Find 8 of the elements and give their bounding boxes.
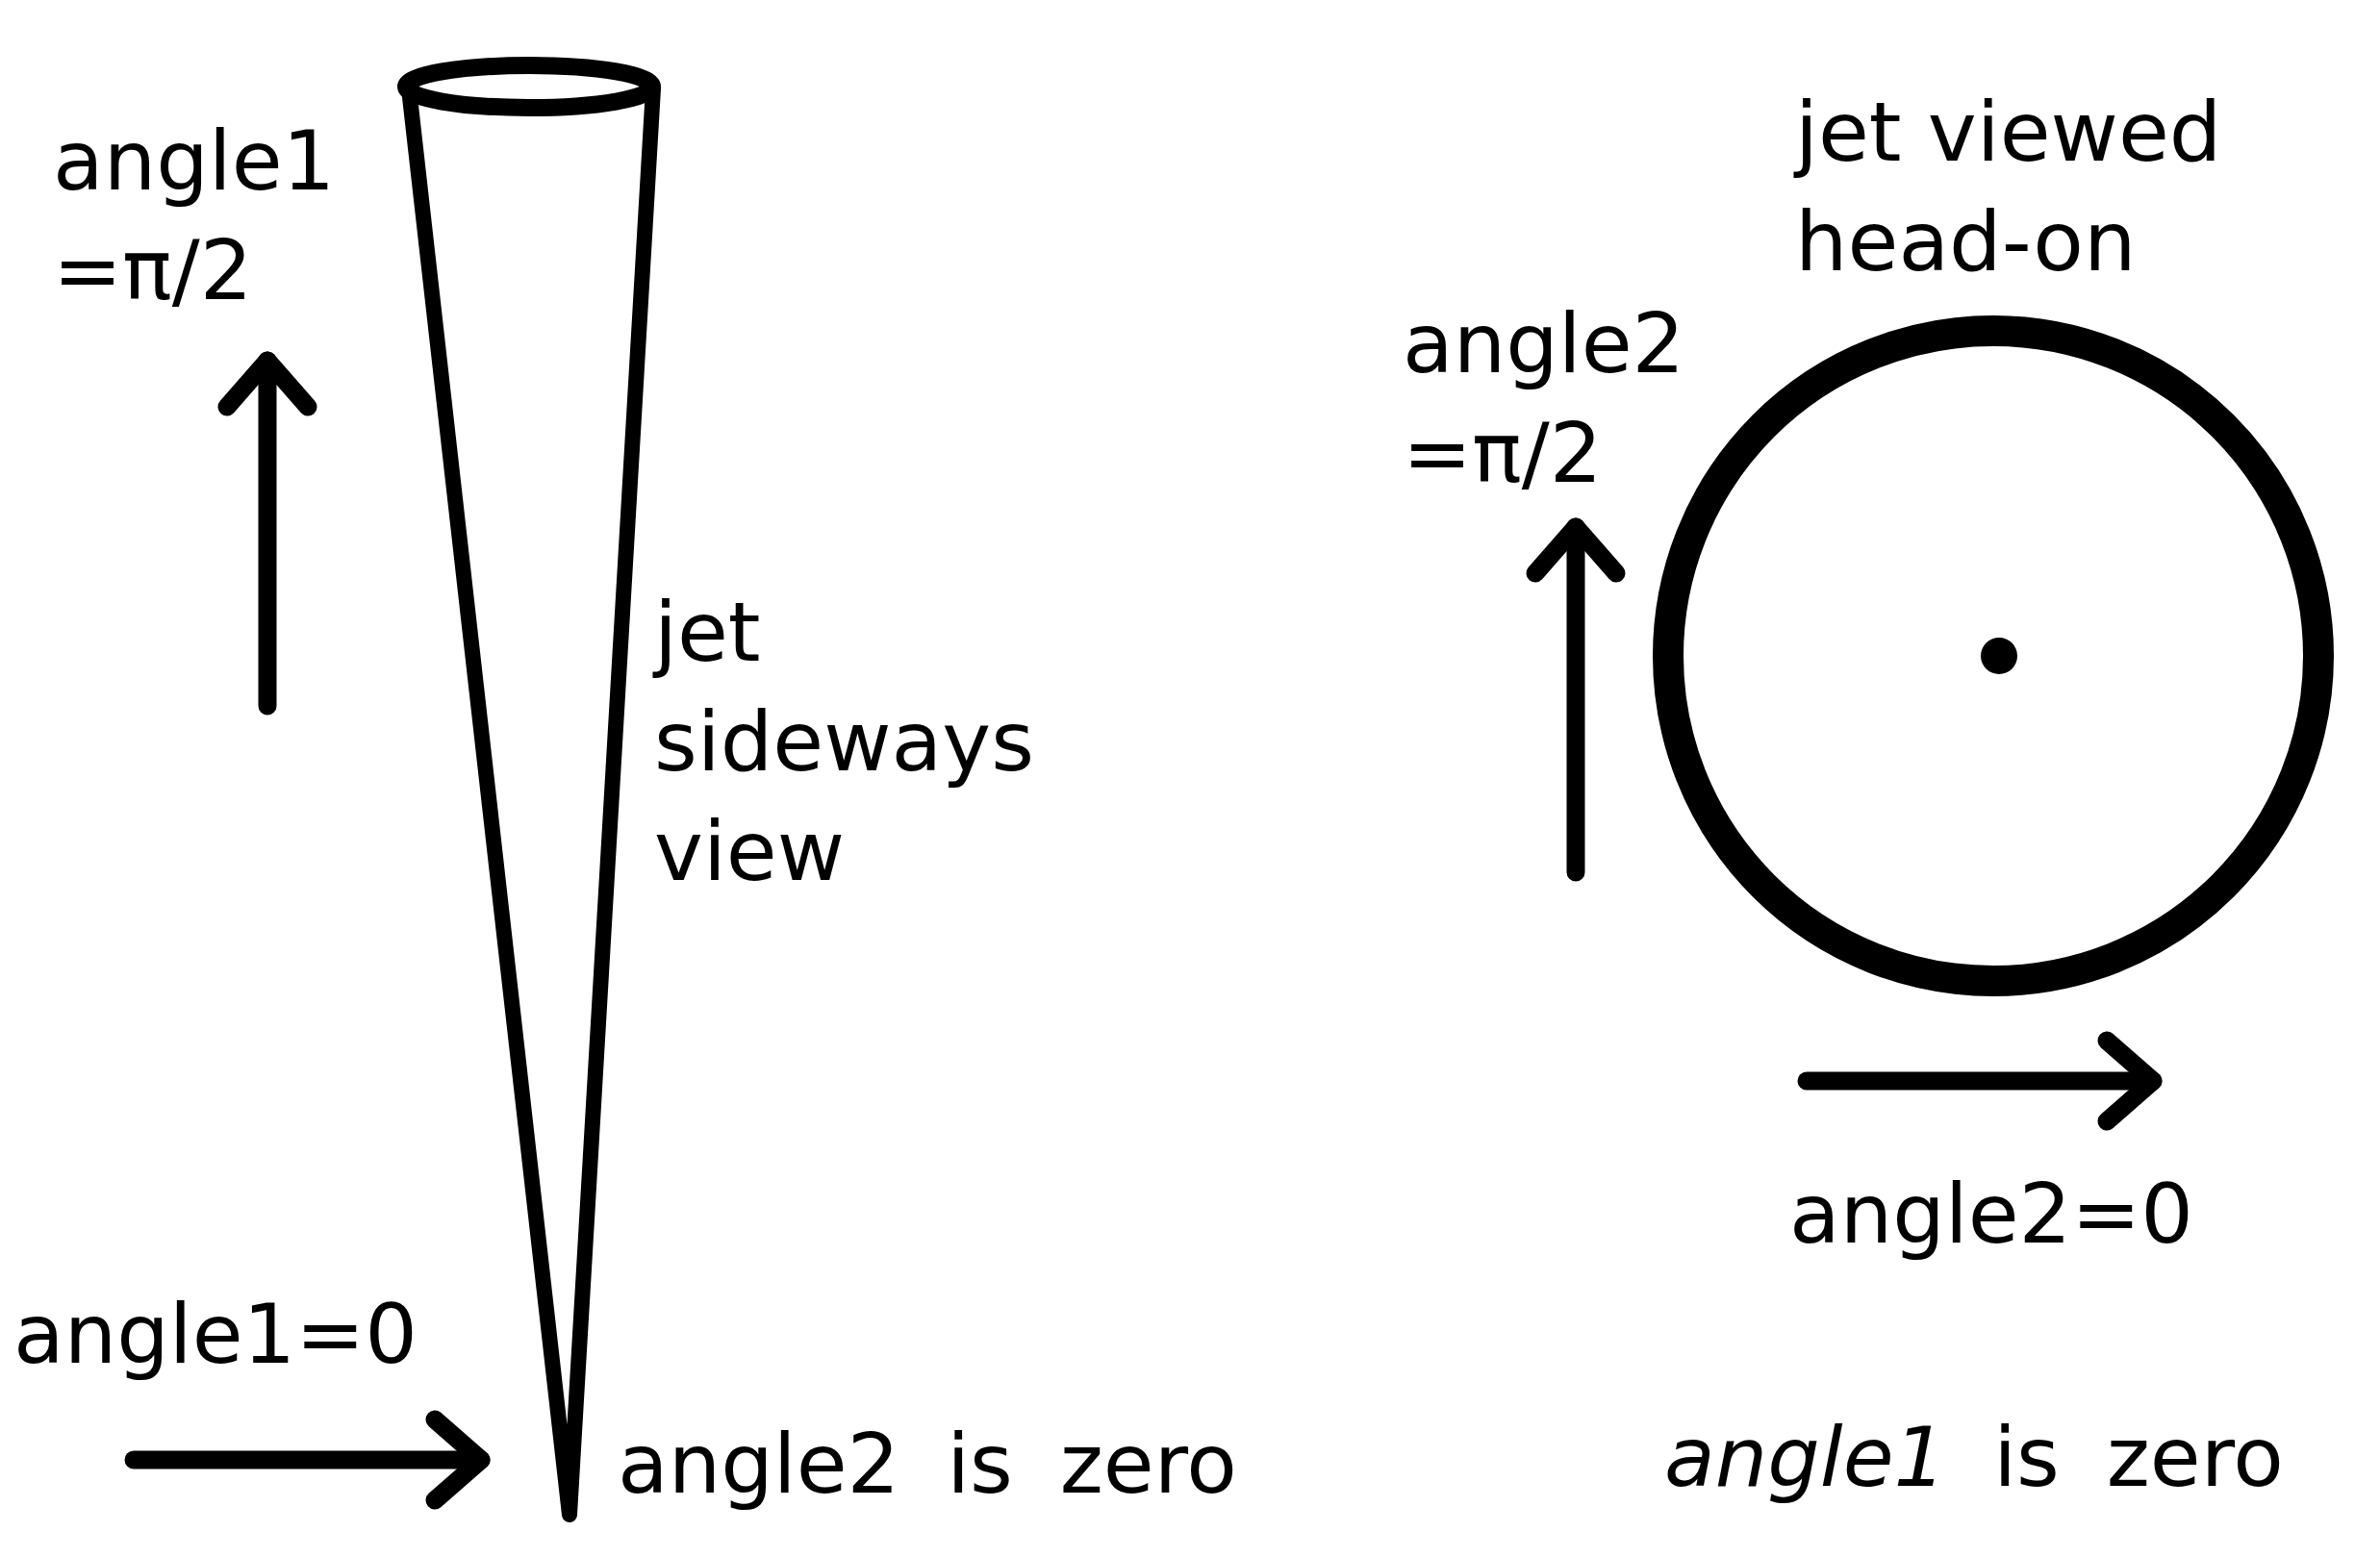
angle-label: angle1 =π/2 (53, 112, 337, 320)
note-text: angle2 is zero (618, 1415, 1238, 1514)
note-text: angle1 is zero (1664, 1408, 2285, 1507)
angle-label: angle1=0 (13, 1285, 419, 1384)
angle-label: angle2 =π/2 (1403, 294, 1686, 503)
view-caption: jet viewed head-on (1795, 83, 2223, 291)
view-caption: jet sideways view (654, 583, 1035, 901)
angle-label: angle2=0 (1789, 1165, 2195, 1264)
